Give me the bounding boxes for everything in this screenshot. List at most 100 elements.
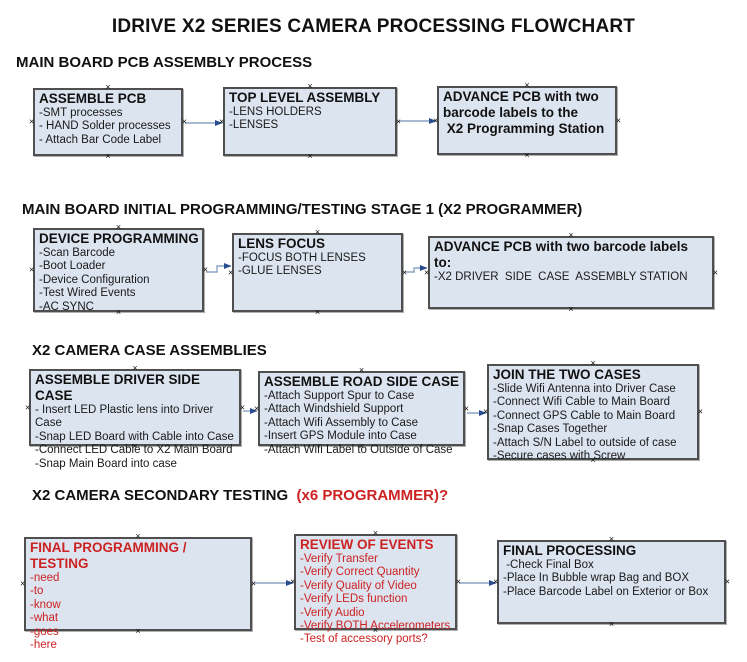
connection-handle-icon [240,403,245,412]
connection-handle-icon [132,364,137,373]
connection-handle-icon [29,118,34,127]
box-item-text: -Connect GPS Cable to Main Board [493,409,676,422]
box-item-text: -LENSES [229,119,279,132]
connection-handle-icon [105,83,110,92]
flow-box-top-level-assembly[interactable]: TOP LEVEL ASSEMBLY -LENS HOLDERS-LENSES [223,87,397,156]
box-item-text: -Verify Transfer [300,553,378,565]
box-item-text: -Verify Quality of Video [300,579,417,592]
box-items: - Insert LED Plastic lens into Driver Ca… [35,404,236,471]
box-item-text: -Scan Barcode [39,247,116,259]
connection-handle-icon [203,266,208,275]
flow-box-final-processing[interactable]: FINAL PROCESSING -Check Final Box-Place … [497,540,726,624]
connection-handle-icon [493,578,498,587]
flow-box-advance-pcb-programming-station[interactable]: ADVANCE PCB with two barcode labels to t… [437,86,617,155]
box-items: -need-to-know-what-goes-here [30,572,247,652]
connection-handle-icon [219,117,224,126]
connection-handle-icon [616,116,621,125]
connection-handle-icon [590,456,595,465]
flow-box-device-programming[interactable]: DEVICE PROGRAMMING -Scan Barcode-Boot Lo… [33,228,204,314]
connection-handle-icon [609,535,614,544]
box-title: REVIEW OF EVENTS [300,537,434,552]
box-item-text: -here [30,639,57,652]
section-header-case-assemblies: X2 CAMERA CASE ASSEMBLIES [32,342,267,359]
flow-box-final-programming-testing[interactable]: FINAL PROGRAMMING / TESTING -need-to-kno… [24,537,252,651]
connection-handle-icon [307,82,312,91]
connection-handle-icon [524,151,529,160]
box-item-text: -what [30,612,59,625]
connection-handle-icon [135,627,140,636]
box-items: -Check Final Box-Place In Bubble wrap Ba… [503,559,721,599]
flow-box-assemble-driver-side-case[interactable]: ASSEMBLE DRIVER SIDE CASE - Insert LED P… [29,369,241,470]
box-item-text: -Snap LED Board with Cable into Case [35,430,234,443]
box-item-text: -Snap Cases Together [493,423,608,436]
box-item-text: -LENS HOLDERS [229,106,322,118]
box-item-text: -Verify Correct Quantity [300,566,420,579]
box-item-text: -Place In Bubble wrap Bag and BOX [503,572,690,585]
connection-handle-icon [116,223,121,232]
connection-handle-icon [609,620,614,629]
box-title: ADVANCE PCB with two barcode labels to: [434,239,692,270]
box-title: ASSEMBLE PCB [39,91,147,106]
connection-handle-icon [373,626,378,635]
box-title: ADVANCE PCB with two barcode labels to t… [443,89,605,136]
flow-box-assemble-road-side-case[interactable]: ASSEMBLE ROAD SIDE CASE -Attach Support … [258,371,465,456]
box-item-text: -to [30,585,44,598]
flow-box-review-of-events[interactable]: REVIEW OF EVENTS -Verify Transfer-Verify… [294,534,457,645]
box-title: ASSEMBLE DRIVER SIDE CASE [35,372,204,403]
connection-handle-icon [20,580,25,589]
flow-box-lens-focus[interactable]: LENS FOCUS -FOCUS BOTH LENSES-GLUE LENSE… [232,233,403,312]
connection-handle-icon [251,580,256,589]
section-header-initial-programming: MAIN BOARD INITIAL PROGRAMMING/TESTING S… [22,201,583,218]
connection-handle-icon [373,529,378,538]
box-item-text: -Check Final Box [503,559,594,571]
flow-box-join-the-two-cases[interactable]: JOIN THE TWO CASES -Slide Wifi Antenna i… [487,364,699,463]
connection-handle-icon [713,268,718,277]
connection-handle-icon [359,442,364,451]
connection-handle-icon [29,266,34,275]
box-item-text: -goes [30,625,59,638]
box-item-text: -need [30,572,60,584]
box-items: -X2 DRIVER SIDE CASE ASSEMBLY STATION [434,271,709,284]
box-title: ASSEMBLE ROAD SIDE CASE [264,374,460,389]
box-item-text: -know [30,598,61,611]
connection-handle-icon [132,442,137,451]
box-item-text: -Test of accessory ports? [300,633,428,646]
box-items: -Verify Transfer-Verify Correct Quantity… [300,553,452,647]
box-item-text: -Snap Main Board into case [35,457,177,470]
box-title: TOP LEVEL ASSEMBLY [229,90,381,105]
connection-handle-icon [424,268,429,277]
box-item-text: -Attach Wifi Assembly to Case [264,416,419,429]
connection-handle-icon [464,404,469,413]
box-item-text: -Connect LED Cable to X2 Main Board [35,444,233,457]
box-item-text: - HAND Solder processes [39,120,171,133]
box-item-text: -Verify BOTH Accelerometers [300,620,451,633]
box-title: FINAL PROCESSING [503,543,637,558]
connection-handle-icon [228,268,233,277]
connection-handle-icon [483,408,488,417]
connection-handle-icon [568,231,573,240]
connection-handle-icon [254,404,259,413]
connection-handle-icon [568,305,573,314]
box-items: -Scan Barcode-Boot Loader-Device Configu… [39,247,199,314]
flow-box-assemble-pcb[interactable]: ASSEMBLE PCB -SMT processes- HAND Solder… [33,88,183,156]
box-item-text: -Attach Wifi Label to Outside of Case [264,443,453,456]
box-item-text: -Attach Support Spur to Case [264,390,415,402]
connection-handle-icon [524,81,529,90]
connection-handle-icon [396,117,401,126]
connection-handle-icon [307,152,312,161]
connection-handle-icon [290,578,295,587]
box-item-text: -Boot Loader [39,260,106,273]
box-item-text: -Insert GPS Module into Case [264,430,417,443]
box-item-text: -Attach Windshield Support [264,403,404,416]
box-title: FINAL PROGRAMMING / TESTING [30,540,191,571]
flow-box-advance-pcb-driver-side[interactable]: ADVANCE PCB with two barcode labels to: … [428,236,714,309]
box-items: -Slide Wifi Antenna into Driver Case-Con… [493,383,694,463]
box-item-text: -Place Barcode Label on Exterior or Box [503,585,709,598]
box-items: -LENS HOLDERS-LENSES [229,106,392,133]
box-items: -FOCUS BOTH LENSES-GLUE LENSES [238,252,398,279]
connection-handle-icon [25,403,30,412]
box-item-text: -Connect Wifi Cable to Main Board [493,396,671,409]
box-item-text: -GLUE LENSES [238,265,322,278]
box-item-text: -Test Wired Events [39,287,136,300]
box-item-text: -AC SYNC [39,300,94,313]
